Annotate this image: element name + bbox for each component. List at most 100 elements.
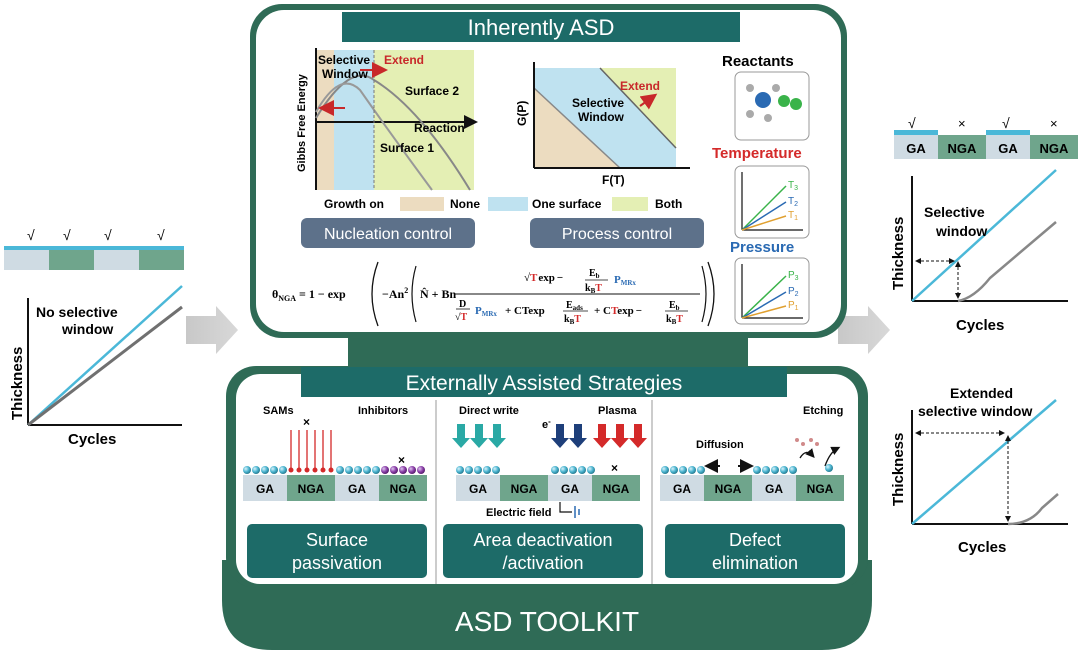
growth-legend: Growth on None One surface Both [324,197,682,211]
block-label: GA [998,141,1018,156]
area-deactivation-button[interactable] [443,524,643,578]
x-axis-label: Cycles [68,431,116,448]
block-label: GA [348,482,366,496]
svg-text:kBT: kBT [585,283,602,295]
button-label: passivation [292,553,382,573]
circuit-icon [559,502,572,513]
process-control-label: Process control [562,226,672,243]
x-mark: × [398,453,405,467]
left-panel: √ √ √ √ No selective window Thickness Cy… [4,227,184,448]
inherently-asd-box: Inherently ASD Selective Window Extend S… [250,4,847,338]
svg-text:P2: P2 [788,286,799,298]
external-title: Externally Assisted Strategies [406,372,683,395]
svg-text:kBT: kBT [666,314,683,326]
temperature-label: Temperature [712,145,802,162]
area-deactivation-section: Direct write Plasma e- × GA NGA GA [443,405,647,578]
title-bar [301,367,787,397]
window-label: Selective [318,53,370,67]
pressure-label: Pressure [730,239,794,256]
check-mark: √ [104,227,112,243]
x-mark: × [303,415,310,429]
block-label: GA [469,482,487,496]
inherently-title: Inherently ASD [468,15,615,40]
svg-text:kBT: kBT [564,314,581,326]
svg-text:−An2: −An2 [382,286,408,301]
block-label: GA [906,141,926,156]
defect-elimination-button[interactable] [665,524,845,578]
plasma-label: Plasma [598,405,637,417]
svg-text:Eb: Eb [669,300,680,312]
block-label: NGA [603,482,630,496]
svg-text:D: D [459,299,466,310]
reactants-label: Reactants [722,53,794,70]
svg-text:P3: P3 [788,270,799,282]
block-label: NGA [807,482,834,496]
externally-assisted-box: Externally Assisted Strategies SAMs Inhi… [243,367,845,584]
x-axis-label: Cycles [958,539,1006,556]
y-axis-label: Thickness [890,433,907,506]
defect-elimination-section: Etching Diffusion GA NGA GA NGA Defect e… [660,405,845,578]
flow-arrow [838,306,890,354]
molecule-green-icon [778,95,790,107]
block-label: GA [765,482,783,496]
ga-block [4,250,49,270]
block-label: NGA [948,141,978,156]
svg-text:P1: P1 [788,300,799,312]
film-top [4,246,184,250]
nga-growth-line [27,305,183,427]
button-label: Surface [306,530,368,550]
svg-text:N̂ + Bn: N̂ + Bn [420,287,457,301]
gp-ylabel: G(P) [515,101,529,126]
svg-text:√T: √T [455,312,468,323]
legend-swatch-none [400,197,444,211]
svg-text:θNGA= 1 − exp: θNGA= 1 − exp [272,287,346,303]
svg-text:√Texp−: √Texp− [524,272,563,284]
flow-arrow [186,306,238,354]
sams-label: SAMs [263,405,294,417]
svg-text:Eb: Eb [589,268,600,280]
phase-plot: Extend Selective Window G(P) F(T) [515,62,690,187]
surface2-label: Surface 2 [405,84,459,98]
window-label: Window [322,67,369,81]
right-bottom-panel: Extended selective window Thickness Cycl… [890,385,1068,556]
check-mark: √ [63,227,71,243]
nga-block [139,250,184,270]
svg-text:T2: T2 [788,196,798,208]
extended-window-label: selective window [918,403,1032,419]
block-label: GA [673,482,691,496]
legend-item: None [450,197,480,211]
nucleation-control-label: Nucleation control [324,226,452,243]
direct-write-label: Direct write [459,405,519,417]
ga-growth-line [27,285,183,426]
nucleation-control-button[interactable] [301,218,475,248]
diffusion-label: Diffusion [696,439,744,451]
block-label: NGA [511,482,538,496]
inhibitors-label: Inhibitors [358,405,408,417]
svg-text:Eads: Eads [566,300,583,312]
electric-field-label: Electric field [486,507,551,519]
ga-block [94,250,139,270]
legend-swatch-one [488,197,528,211]
ft-xlabel: F(T) [602,173,625,187]
block-label: GA [256,482,274,496]
check-mark: √ [1002,115,1010,131]
etching-label: Etching [803,405,843,417]
block-label: GA [561,482,579,496]
surface-passivation-section: SAMs Inhibitors × × GA NGA GA [243,405,427,578]
title-bar [342,12,740,42]
surface-passivation-button[interactable] [247,524,427,578]
x-axis-label: Cycles [956,317,1004,334]
block-label: NGA [390,482,417,496]
button-label: /activation [502,553,583,573]
process-control-button[interactable] [530,218,704,248]
etchant-icon [795,438,819,446]
svg-text:e-: e- [542,417,551,431]
surface1-label: Surface 1 [380,141,434,155]
legend-swatch-both [612,197,648,211]
x-mark: × [958,116,966,131]
legend-title: Growth on [324,197,384,211]
y-axis-label: Thickness [9,347,26,420]
block-label: NGA [715,482,742,496]
